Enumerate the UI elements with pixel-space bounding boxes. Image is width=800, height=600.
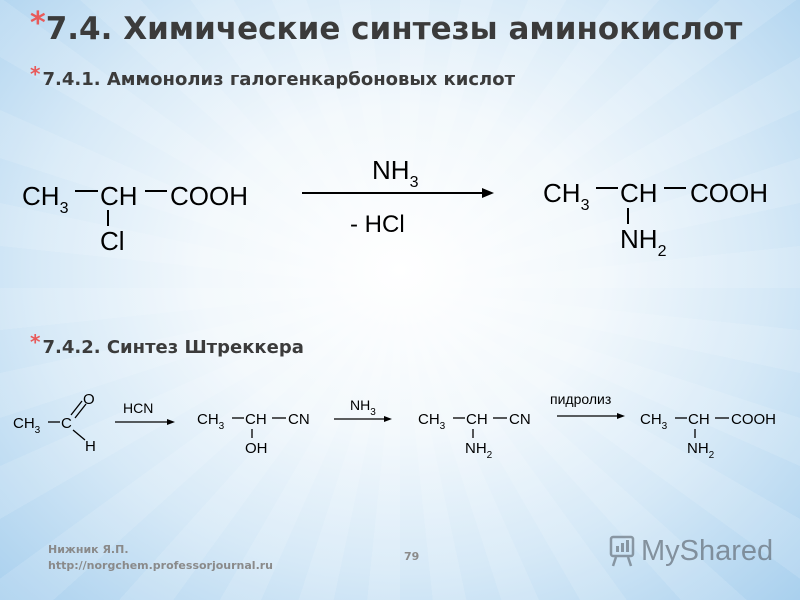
cooh-group: COOH (731, 411, 776, 428)
ch-group: CH (100, 181, 138, 211)
reaction1: CH3 CH COOH Cl NH3 - HCl CH3 CH COOH NH2 (22, 155, 768, 260)
section1-heading: *7.4.1. Аммонолиз галогенкарбоновых кисл… (30, 62, 515, 90)
reaction1-arrow: NH3 - HCl (302, 155, 494, 238)
reagent-hcn: HCN (123, 400, 153, 416)
author-name: Нижник Я.П. (48, 543, 129, 556)
nh2-group: NH2 (620, 224, 667, 260)
cl-atom: Cl (100, 226, 125, 256)
reagent-nh3: NH3 (372, 155, 419, 191)
cooh-group: COOH (170, 181, 248, 211)
arrow-head (384, 416, 392, 422)
arrow-head (617, 413, 625, 419)
ch3-group: CH3 (13, 415, 41, 436)
reagent-nh3: NH3 (350, 397, 376, 418)
cn-group: CN (509, 411, 531, 428)
section2-heading: *7.4.2. Синтез Штреккера (30, 330, 304, 358)
arrow-hcn: HCN (115, 400, 175, 425)
hydrogen-atom: H (85, 438, 96, 455)
product1: CH3 CH COOH NH2 (543, 178, 768, 260)
author-url: http://norgchem.professorjournal.ru (48, 559, 274, 572)
footer-author: Нижник Я.П. http://norgchem.professorjou… (48, 542, 273, 574)
ch3-group: CH3 (418, 411, 446, 432)
arrow-hydrolysis: пидролиз (550, 391, 625, 419)
reactant1: CH3 CH COOH Cl (22, 181, 248, 256)
reagent-minus-hcl: - HCl (350, 211, 405, 238)
arrow-head (167, 419, 175, 425)
cyanohydrin: CH3 CH CN OH (197, 411, 310, 457)
ch3-group: CH3 (197, 411, 225, 432)
arrow-head (482, 188, 494, 198)
watermark-text: MyShared (641, 535, 774, 567)
slide-title-text: 7.4. Химические синтезы аминокислот (45, 11, 743, 47)
bullet-star: * (30, 330, 41, 354)
oh-group: OH (245, 440, 268, 457)
aldehyde: CH3 C O H (13, 391, 96, 455)
section2-title-text: 7.4.2. Синтез Штреккера (42, 337, 304, 358)
double-bond (74, 403, 87, 419)
aminonitrile: CH3 CH CN NH2 (418, 411, 531, 461)
reagent-hydrolysis: пидролиз (550, 391, 611, 407)
cooh-group: COOH (690, 178, 768, 208)
ch3-group: CH3 (22, 181, 69, 217)
bond (72, 429, 86, 441)
myshared-logo-icon (609, 535, 635, 567)
ch-group: CH (245, 411, 267, 428)
bullet-star: * (30, 62, 41, 86)
double-bond (70, 400, 83, 416)
ch-group: CH (688, 411, 710, 428)
oxygen-atom: O (83, 391, 95, 408)
watermark: MyShared (607, 535, 773, 568)
nh2-group: NH2 (687, 440, 715, 461)
reaction2: CH3 C O H HCN CH3 CH CN OH NH3 (13, 391, 776, 461)
page-number: 79 (404, 550, 420, 563)
ch-group: CH (466, 411, 488, 428)
cn-group: CN (288, 411, 310, 428)
slide-title: *7.4. Химические синтезы аминокислот (30, 6, 742, 47)
arrow-nh3: NH3 (334, 397, 392, 422)
carbon-atom: C (61, 415, 72, 432)
ch3-group: CH3 (640, 411, 668, 432)
ch-group: CH (620, 178, 658, 208)
nh2-group: NH2 (465, 440, 493, 461)
ch3-group: CH3 (543, 178, 590, 214)
section1-title-text: 7.4.1. Аммонолиз галогенкарбоновых кисло… (42, 69, 516, 90)
bullet-star: * (30, 6, 46, 41)
amino-acid-product: CH3 CH COOH NH2 (640, 411, 776, 461)
